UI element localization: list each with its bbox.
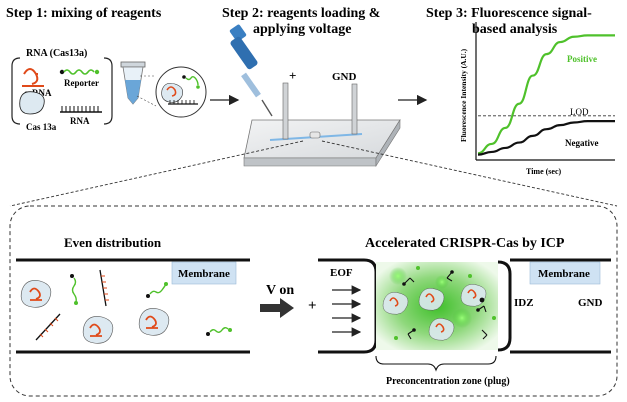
electrode-positive (282, 82, 289, 140)
chart-series-positive (477, 34, 615, 155)
chart-legend-negative: Negative (565, 138, 599, 148)
right-plus-label: + (308, 298, 317, 314)
step3-title-line2: based analysis (472, 22, 558, 37)
plug-cas-1 (382, 292, 409, 315)
glow-spot-1 (389, 267, 407, 285)
reporter-3 (206, 327, 232, 336)
reporter-quencher-dot (59, 69, 65, 75)
rna-target-2 (35, 313, 61, 341)
reporter-2 (146, 282, 168, 298)
plug-brace (375, 355, 497, 372)
reporter-label: Reporter (64, 78, 99, 88)
v-on-arrow (260, 298, 294, 318)
right-membrane (529, 261, 601, 285)
glow-spot-3 (435, 275, 449, 289)
chart-series-negative (477, 120, 615, 156)
reporter-1 (70, 274, 78, 305)
glow-spot-2 (452, 308, 472, 328)
fluorescence-chart: Positive Negative LOD Time (sec) Fluores… (459, 22, 615, 176)
right-gnd-label: GND (578, 297, 603, 309)
cas13a-icon (19, 91, 45, 115)
plug-zone-label: Preconcentration zone (plug) (386, 376, 510, 387)
right-channel: + (308, 258, 611, 387)
step2-title-line2: applying voltage (253, 22, 351, 37)
device-gnd-label: GND (332, 71, 357, 83)
step2-title-line1: Step 2: reagents loading & (222, 6, 380, 21)
chart-x-label: Time (sec) (526, 167, 562, 176)
chip-device (243, 82, 401, 168)
v-on-label: V on (266, 283, 294, 298)
cas-label: Cas 13a (26, 122, 57, 132)
electrode-ground (351, 83, 358, 135)
zoom-circle (155, 66, 207, 118)
chart-lod-label: LOD (570, 107, 589, 117)
cas-complex-2 (82, 316, 114, 344)
right-membrane-label: Membrane (538, 268, 590, 280)
reporter-fluor-dot (94, 69, 100, 75)
rna-icon (60, 106, 102, 113)
left-channel: Membrane (16, 258, 250, 354)
chart-y-label: Fluorescence Intensity (A.U.) (459, 48, 468, 142)
step3-title-line1: Step 3: Fluorescence signal- (426, 6, 592, 21)
device-plus-label: + (289, 68, 296, 83)
plug-cas-2 (418, 288, 445, 311)
reporter-icon (63, 69, 95, 75)
rna-target-1 (99, 269, 109, 307)
step1-title: Step 1: mixing of reagents (6, 6, 162, 21)
reagent-title: RNA (Cas13a) (26, 48, 87, 59)
zoom-line-right (321, 140, 618, 207)
left-membrane-label: Membrane (178, 268, 230, 280)
left-membrane (171, 261, 237, 285)
reagent-bracket-right (103, 57, 113, 125)
cas-complex-3 (138, 308, 170, 336)
zoom-connector-bottom (136, 95, 157, 107)
crrna-icon (23, 68, 39, 85)
tube-icon (120, 61, 146, 105)
eof-label: EOF (330, 267, 353, 279)
reagent-group: RNA (Cas13a) crRNA Reporter Cas 13a RNA (11, 48, 113, 132)
plug-cleaved-reporters (403, 271, 488, 340)
idz-label: IDZ (514, 297, 534, 309)
reagent-bracket-left (11, 57, 21, 125)
detail-left-title: Even distribution (64, 235, 162, 250)
plug-cas-4 (428, 318, 455, 341)
pipette-icon (229, 24, 273, 117)
cas-complex-1 (20, 280, 52, 308)
detail-right-title: Accelerated CRISPR-Cas by ICP (365, 236, 565, 251)
rna-label: RNA (70, 116, 90, 126)
chart-legend-positive: Positive (567, 54, 597, 64)
zoom-line-left (9, 140, 304, 207)
chip-membrane (309, 131, 321, 139)
